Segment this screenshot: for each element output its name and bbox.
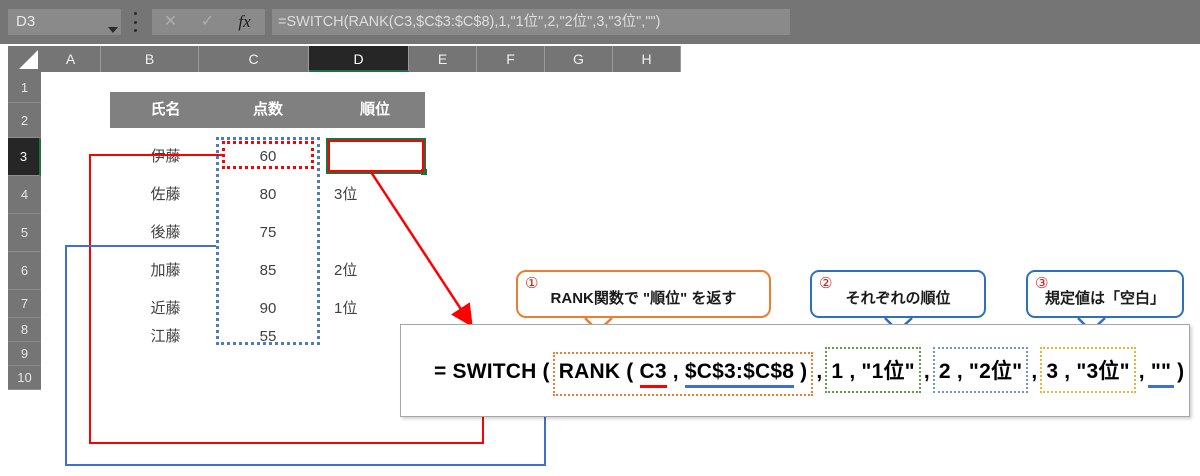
chevron-down-icon[interactable]: [108, 27, 118, 33]
formula-bar-text: =SWITCH(RANK(C3,$C$3:$C$8),1,"1位",2,"2位"…: [278, 14, 661, 30]
column-header-c[interactable]: C: [199, 46, 309, 72]
formula-breakdown: = SWITCH (RANK ( C3 , $C$3:$C$8 ),1 , "1…: [431, 347, 1187, 396]
formula-comma-1: ,: [672, 360, 679, 383]
callout-2-number: ②: [819, 275, 833, 292]
formula-suffix: ): [1177, 360, 1185, 383]
cell-rank[interactable]: 3位: [334, 186, 358, 203]
dot: [133, 20, 137, 24]
formula-prefix: = SWITCH (: [434, 360, 550, 383]
dot: [133, 29, 137, 32]
formula-comma-5: ,: [1138, 360, 1145, 383]
case-3-number: 3: [1046, 360, 1059, 383]
row-header-6[interactable]: 6: [8, 252, 41, 290]
confirm-icon[interactable]: ✓: [200, 13, 215, 30]
formula-bar-input[interactable]: =SWITCH(RANK(C3,$C$3:$C$8),1,"1位",2,"2位"…: [272, 9, 790, 35]
cell-name[interactable]: 佐藤: [150, 186, 181, 203]
row-header-4[interactable]: 4: [8, 176, 41, 214]
formula-arg-range: $C$3:$C$8: [684, 360, 795, 388]
row-header-7[interactable]: 7: [8, 290, 41, 318]
formula-case-2: 2 , "2位": [932, 347, 1029, 393]
row-header-1[interactable]: 1: [8, 72, 41, 103]
formula-arg-cell: C3: [639, 360, 667, 388]
formula-rank-segment: RANK ( C3 , $C$3:$C$8 ): [552, 352, 814, 396]
row-header-9[interactable]: 9: [8, 342, 41, 366]
row-header-5[interactable]: 5: [8, 214, 41, 252]
case-1-number: 1: [831, 360, 844, 383]
column-header-g[interactable]: G: [545, 46, 613, 72]
formula-comma-2: ,: [816, 360, 823, 383]
triangle-icon: [19, 50, 38, 69]
callout-2-text: それぞれの順位: [845, 289, 951, 307]
column-header-a[interactable]: A: [41, 46, 101, 72]
case-1-comma: ,: [849, 360, 856, 383]
column-header-b[interactable]: B: [101, 46, 199, 72]
callout-1-number: ①: [525, 275, 539, 292]
cell-name[interactable]: 伊藤: [150, 148, 181, 165]
row-header-10[interactable]: 10: [8, 366, 41, 390]
name-box[interactable]: D3: [8, 9, 121, 35]
column-header-f[interactable]: F: [477, 46, 545, 72]
column-header-e[interactable]: E: [409, 46, 477, 72]
formula-controls: ✕ ✓ fx: [152, 9, 265, 35]
select-all-corner[interactable]: [8, 46, 41, 72]
column-header-h[interactable]: H: [613, 46, 681, 72]
cell-highlight-d3: [328, 140, 424, 172]
callout-2: ② それぞれの順位: [810, 270, 986, 318]
formula-comma-3: ,: [923, 360, 930, 383]
formula-rank-close: ): [800, 360, 808, 383]
case-2-comma: ,: [956, 360, 963, 383]
case-3-value: "3位": [1076, 360, 1130, 383]
cancel-icon[interactable]: ✕: [163, 13, 178, 30]
table-header-cell: 氏名: [150, 101, 181, 118]
callout-3: ③ 規定値は「空白」: [1026, 270, 1184, 318]
cell-name[interactable]: 後藤: [150, 224, 181, 241]
cell-highlight-c3: [222, 141, 314, 169]
row-header-8[interactable]: 8: [8, 318, 41, 342]
case-3-comma: ,: [1064, 360, 1071, 383]
cell-name[interactable]: 江藤: [150, 328, 181, 345]
callout-1-text: RANK関数で "順位" を返す: [550, 289, 737, 307]
table-header-cell: 順位: [359, 101, 390, 118]
column-header-d[interactable]: D: [309, 46, 409, 72]
case-1-value: "1位": [861, 360, 915, 383]
name-box-value: D3: [16, 13, 36, 30]
callout-3-text: 規定値は「空白」: [1044, 289, 1165, 307]
formula-rank-fn: RANK (: [558, 360, 634, 383]
table-header-band: [110, 92, 425, 128]
table-header-cell: 点数: [252, 101, 283, 118]
cell-rank[interactable]: [330, 214, 420, 252]
formula-default-value: "": [1147, 354, 1175, 388]
cell-rank[interactable]: 2位: [334, 262, 358, 279]
callout-1: ① RANK関数で "順位" を返す: [516, 270, 771, 318]
formula-case-1: 1 , "1位": [825, 347, 921, 393]
cell-name[interactable]: 加藤: [150, 262, 181, 279]
case-2-value: "2位": [968, 360, 1023, 383]
row-header-3[interactable]: 3: [8, 138, 41, 176]
formula-case-3: 3 , "3位": [1040, 347, 1136, 393]
function-icon[interactable]: fx: [238, 12, 251, 31]
formula-explanation-panel: = SWITCH (RANK ( C3 , $C$3:$C$8 ),1 , "1…: [400, 324, 1190, 417]
formula-comma-4: ,: [1031, 360, 1038, 383]
dot: [133, 12, 137, 15]
case-2-number: 2: [938, 360, 951, 383]
more-options-icon[interactable]: [130, 12, 140, 32]
callout-3-number: ③: [1035, 275, 1049, 292]
row-header-2[interactable]: 2: [8, 103, 41, 138]
